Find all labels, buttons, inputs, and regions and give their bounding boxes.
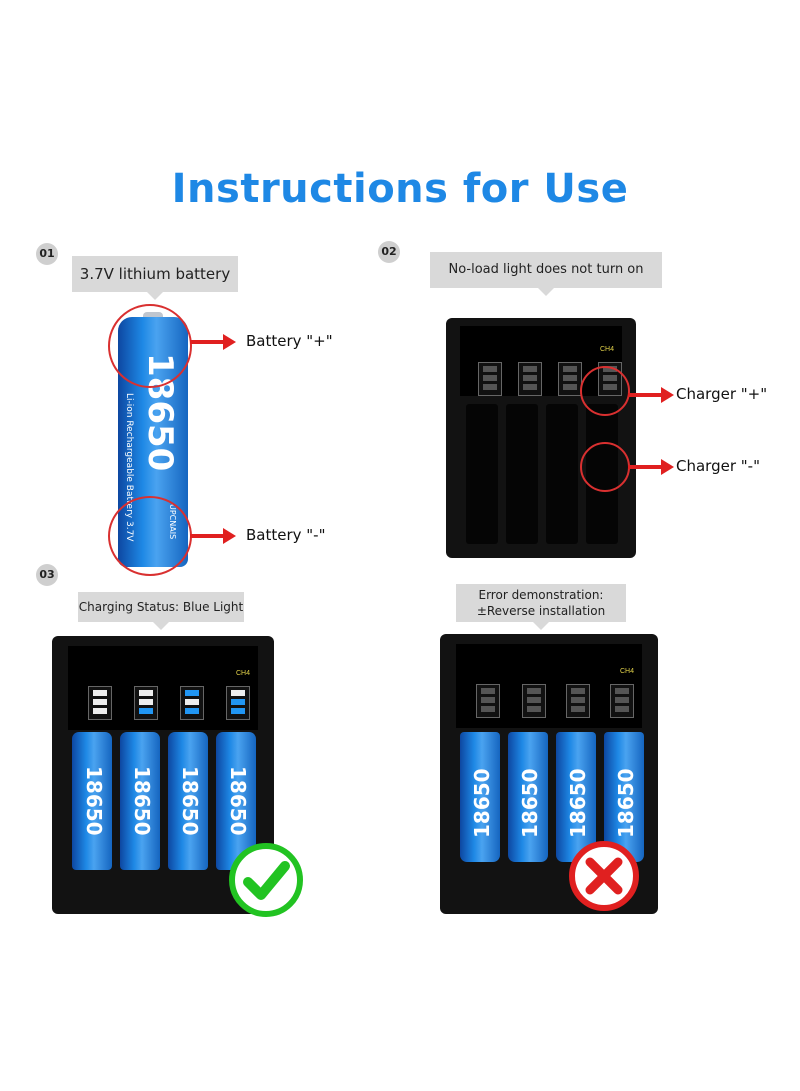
- arrow-right-icon: [190, 334, 236, 350]
- arrow-right-icon: [190, 528, 236, 544]
- step-3-caption-error: Error demonstration: ±Reverse installati…: [456, 584, 626, 630]
- step-3-caption-ok: Charging Status: Blue Light: [78, 592, 244, 630]
- charger-plus-label: Charger "+": [676, 385, 768, 403]
- step-number-1: 01: [36, 243, 58, 265]
- step-number-2: 02: [378, 241, 400, 263]
- check-icon: [228, 842, 304, 918]
- battery-plus-circle: [108, 304, 192, 388]
- arrow-right-icon: [628, 387, 674, 403]
- arrow-right-icon: [628, 459, 674, 475]
- charger-empty: CH4: [446, 318, 636, 558]
- step-number-3: 03: [36, 564, 58, 586]
- page-title: Instructions for Use: [171, 166, 629, 212]
- charger-reversed: CH4 18650 18650 18650 18650: [440, 634, 658, 914]
- cross-icon: [568, 840, 640, 912]
- step-1-caption: 3.7V lithium battery: [72, 256, 238, 300]
- battery-minus-circle: [108, 496, 192, 576]
- battery-minus-label: Battery "-": [246, 526, 326, 544]
- charger-minus-circle: [580, 442, 630, 492]
- charger-plus-circle: [580, 366, 630, 416]
- charger-minus-label: Charger "-": [676, 457, 760, 475]
- step-2-caption: No-load light does not turn on: [430, 252, 662, 296]
- battery-plus-label: Battery "+": [246, 332, 333, 350]
- battery-subtitle: Li-ion Rechargeable Battery 3.7V: [124, 392, 134, 542]
